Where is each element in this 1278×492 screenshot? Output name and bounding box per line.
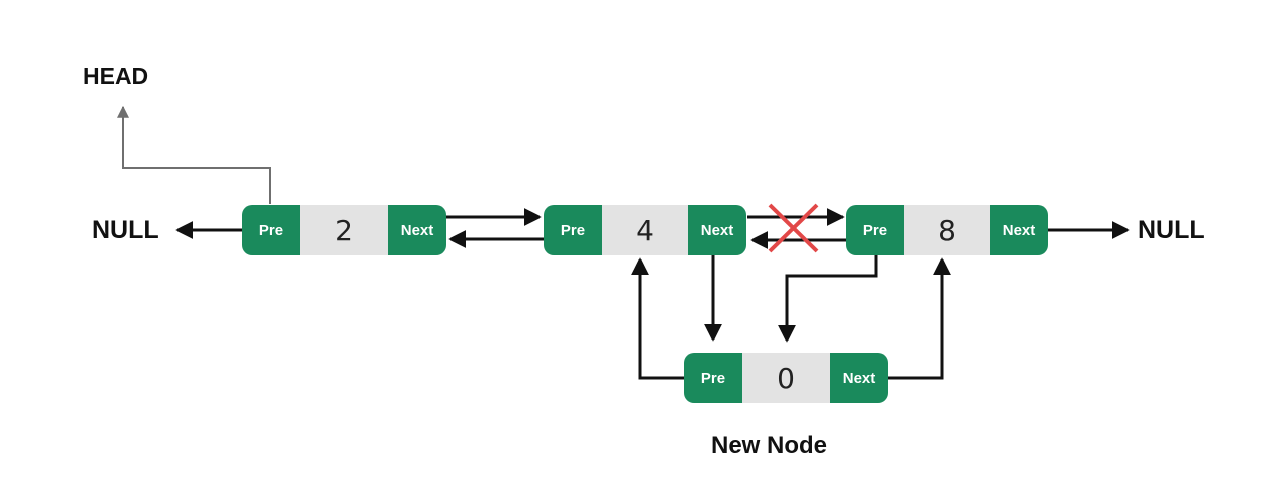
node-value: 8 [904, 205, 990, 255]
next-pointer-cell: Next [830, 353, 888, 403]
list-node-8: Pre 8 Next [846, 205, 1048, 255]
next-pointer-cell: Next [990, 205, 1048, 255]
removed-link-cross-mark [768, 203, 819, 253]
list-node-4: Pre 4 Next [544, 205, 746, 255]
prev-link-8-to-new [778, 255, 878, 343]
new-node-label: New Node [711, 432, 828, 459]
next-pointer-cell: Next [688, 205, 746, 255]
new-list-node-0: Pre 0 Next [684, 353, 888, 403]
node-value: 0 [742, 353, 830, 403]
head-label: HEAD [83, 63, 149, 89]
next-pointer-cell: Next [388, 205, 446, 255]
prev-pointer-cell: Pre [242, 205, 300, 255]
node-value: 4 [602, 205, 688, 255]
prev-pointer-cell: Pre [846, 205, 904, 255]
list-node-2: Pre 2 Next [242, 205, 446, 255]
null-right-label: NULL [1138, 216, 1205, 244]
node-value: 2 [300, 205, 388, 255]
prev-link-new-to-4 [631, 257, 684, 380]
head-link [117, 105, 271, 204]
prev-pointer-cell: Pre [684, 353, 742, 403]
prev-pointer-cell: Pre [544, 205, 602, 255]
null-left-label: NULL [92, 216, 159, 244]
next-link-new-to-8 [888, 257, 951, 380]
